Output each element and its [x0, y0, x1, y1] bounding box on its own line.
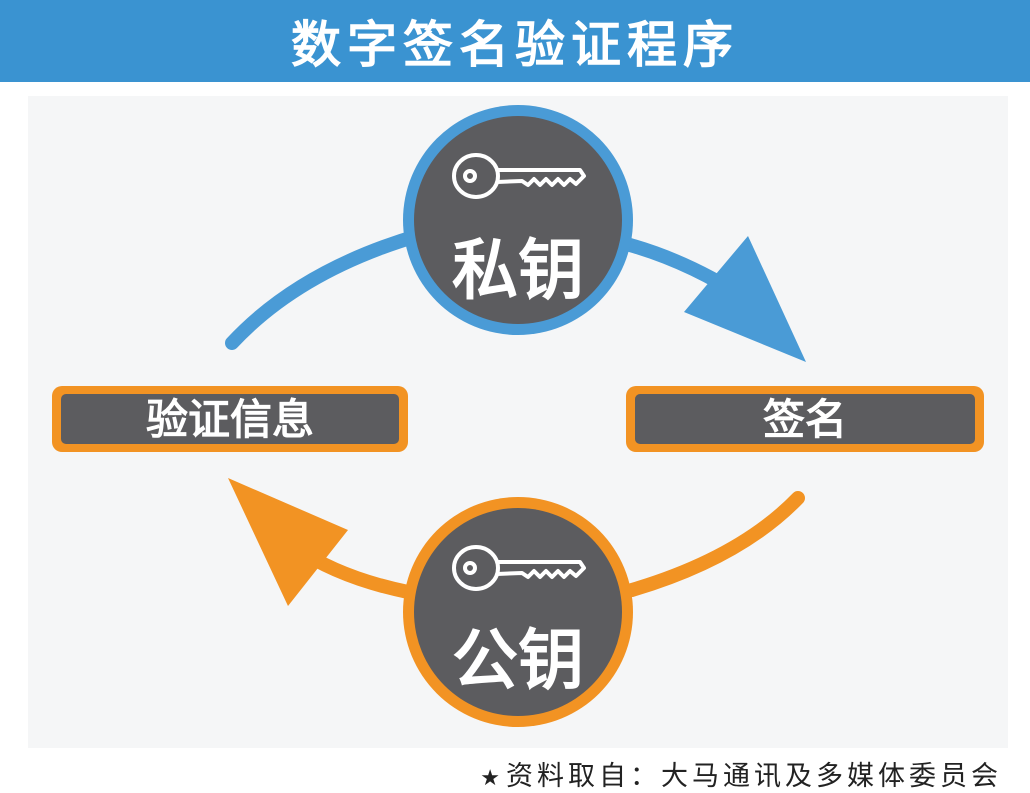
sign-box: 签名 [626, 386, 984, 452]
page-title: 数字签名验证程序 [291, 16, 739, 74]
orange-arrowhead [228, 478, 348, 606]
key-icon [452, 545, 586, 591]
private-key-node: 私钥 [403, 105, 633, 335]
public-key-label: 公钥 [452, 622, 584, 699]
sign-label: 签名 [763, 395, 847, 444]
orange-arc-right [625, 491, 805, 597]
private-key-label: 私钥 [452, 232, 584, 309]
verify-label: 验证信息 [146, 395, 314, 444]
source-text: 资料取自：大马通讯及多媒体委员会 [506, 761, 1002, 792]
source-credit: ★资料取自：大马通讯及多媒体委员会 [480, 754, 1002, 793]
blue-arc-left [225, 228, 427, 350]
header-banner: 数字签名验证程序 [0, 0, 1030, 82]
blue-arrowhead [684, 236, 806, 362]
verify-box: 验证信息 [52, 386, 408, 452]
star-icon: ★ [480, 766, 504, 791]
key-icon [452, 153, 586, 199]
public-key-node: 公钥 [403, 497, 633, 727]
